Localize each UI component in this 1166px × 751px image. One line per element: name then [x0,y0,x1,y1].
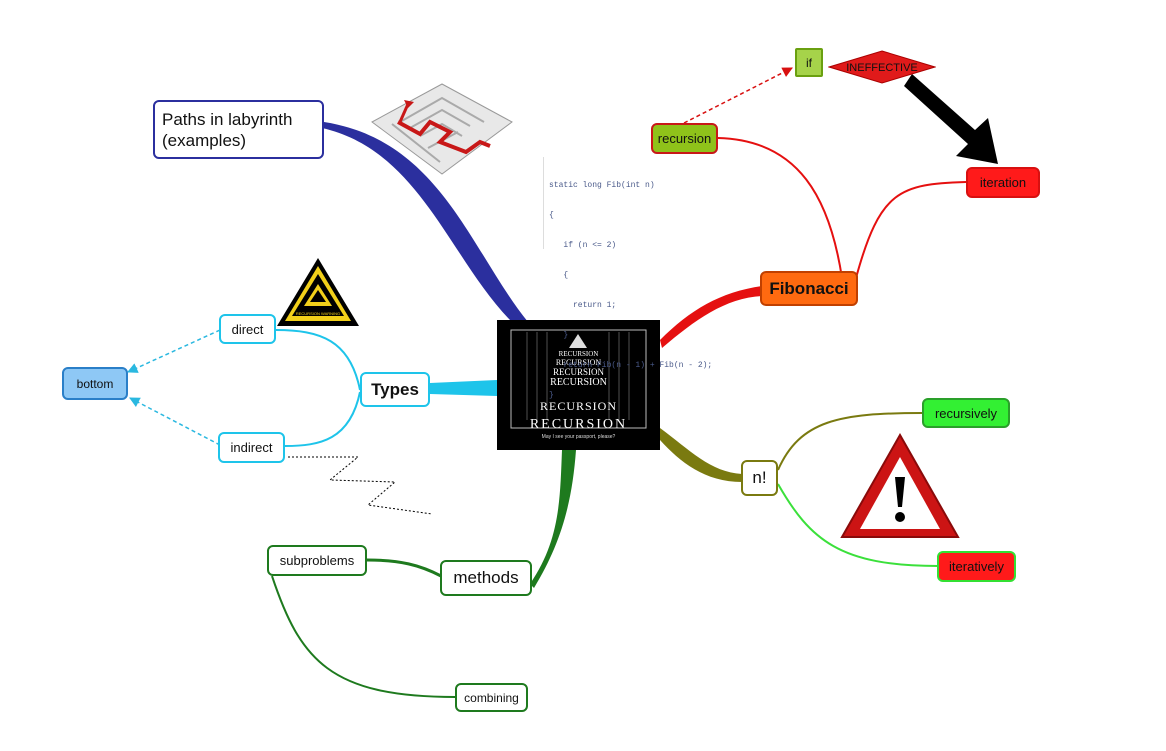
code-line: static long Fib(int n) [549,181,655,190]
node-label: bottom [76,376,114,391]
link-methods-subproblems [366,558,442,578]
node-label: iteratively [949,559,1004,574]
node-label: INEFFECTIVE [846,62,918,74]
zigzag-sketch [288,456,433,515]
node-label: Fibonacci [769,278,849,298]
node-label: Types [371,379,419,399]
center-word-1: RECURSION [558,350,599,358]
node-label: Paths in labyrinth (examples) [162,109,293,150]
link-fib-iteration [855,181,967,279]
center-word-5: RECURSION [539,399,617,413]
link-direct-bottom [127,329,221,373]
node-fibonacci[interactable]: Fibonacci [760,271,858,306]
ineffective-arrow [904,74,998,164]
code-line: { [549,271,569,280]
node-label: recursively [934,405,998,421]
link-types-indirect [284,391,361,447]
node-label: iteration [979,175,1027,190]
branch-types [430,380,497,396]
node-iteration[interactable]: iteration [966,167,1040,198]
node-recursively[interactable]: recursively [922,398,1010,428]
fib-code-snippet: static long Fib(int n) { if (n <= 2) { r… [543,157,738,400]
warning-sign-text: RECURSION WARNING [296,311,340,316]
link-subproblems-combining [271,575,456,698]
center-word-4: RECURSION [550,377,607,388]
link-recursion-if [683,67,793,124]
node-bottom[interactable]: bottom [62,367,128,400]
node-combining[interactable]: combining [455,683,528,712]
link-fact-recursively [777,412,923,471]
node-label: methods [453,568,519,587]
center-word-6: RECURSION [529,417,628,432]
link-types-direct [275,329,361,391]
node-methods[interactable]: methods [440,560,532,596]
code-line: } [549,391,554,400]
branch-methods [530,450,576,588]
node-paths-in-labyrinth[interactable]: Paths in labyrinth (examples) [153,100,324,159]
link-fib-recursion [717,137,843,279]
node-label: subproblems [279,553,355,568]
node-subproblems[interactable]: subproblems [267,545,367,576]
code-line: return 1; [549,301,617,310]
node-if[interactable]: if [795,48,823,77]
code-line: return Fib(n - 1) + Fib(n - 2); [549,361,713,370]
link-indirect-bottom [129,397,221,446]
labyrinth-image [371,83,513,175]
node-label: if [806,55,812,70]
node-types[interactable]: Types [360,372,430,407]
code-line: } [549,331,569,340]
pyramid-warning-icon: RECURSION WARNING [277,258,359,326]
link-fact-iteratively [777,483,939,567]
node-direct[interactable]: direct [219,314,276,344]
center-word-2: RECURSION [555,358,602,367]
branch-fibonacci [660,286,762,348]
node-label: n! [752,468,767,487]
code-line: { [549,211,554,220]
node-iteratively[interactable]: iteratively [937,551,1016,582]
node-recursion[interactable]: recursion [651,123,718,154]
branch-paths [322,122,528,322]
branch-factorial [660,428,742,482]
node-label: combining [464,690,519,705]
center-recursion-image: RECURSION RECURSION RECURSION RECURSION … [497,320,660,450]
center-word-3: RECURSION [552,367,604,377]
node-ineffective[interactable]: INEFFECTIVE [828,50,936,84]
center-caption: May I see your passport, please? [541,434,616,440]
node-label: indirect [230,440,273,455]
node-factorial[interactable]: n! [741,460,778,496]
code-line: if (n <= 2) [549,241,617,250]
node-label: recursion [657,131,712,146]
node-indirect[interactable]: indirect [218,432,285,463]
exclamation-warning-icon [840,433,960,538]
node-label: direct [231,321,264,337]
